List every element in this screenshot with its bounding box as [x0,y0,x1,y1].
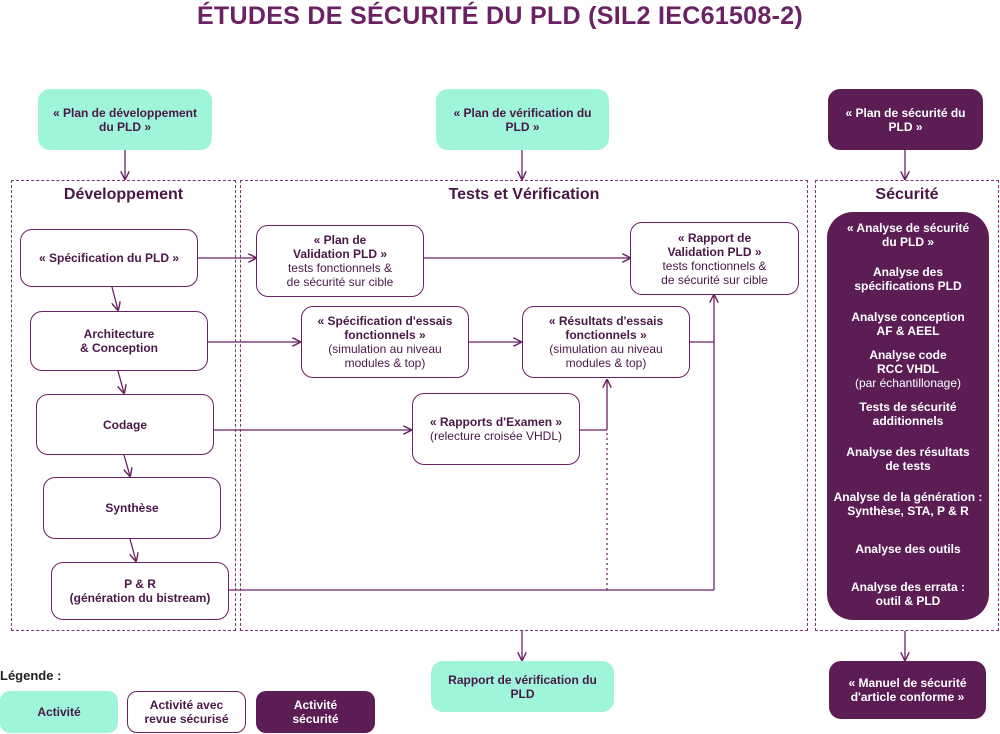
zone-development-title: Développement [63,186,184,203]
safety-item-1: Analyse des spécifications PLD [854,265,962,293]
zone-tests [240,180,808,631]
synthese-box: Synthèse [43,477,221,539]
pr-box: P & R (génération du bistream) [51,562,229,620]
pr-sub-label: (génération du bistream) [69,591,211,605]
architecture-label: Architecture & Conception [80,327,158,355]
exam-report-sub: (relecture croisée VHDL) [429,429,563,443]
dev-plan-label: « Plan de développement du PLD » [52,105,198,134]
validation-report-title: « Rapport de Validation PLD » [667,230,762,259]
verif-report-label: Rapport de vérification du PLD [448,672,597,701]
safety-item-7: Analyse des outils [855,542,961,556]
verif-report-box: Rapport de vérification du PLD [431,661,614,712]
safety-manual-box: « Manuel de sécurité d'article conforme … [829,661,986,719]
safety-analysis-panel: « Analyse de sécurité du PLD » Analyse d… [827,212,989,620]
verif-plan-box: « Plan de vérification du PLD » [436,89,609,150]
zone-security [815,180,999,631]
zone-tests-title: Tests et Vérification [448,186,600,203]
page-title: ÉTUDES DE SÉCURITÉ DU PLD (SIL2 IEC61508… [196,2,804,30]
test-spec-sub: (simulation au niveau modules & top) [328,342,442,370]
codage-label: Codage [102,417,147,432]
test-results-title: « Résultats d'essais fonctionnels » [548,314,664,342]
codage-box: Codage [36,394,214,455]
pr-label: P & R [124,577,156,591]
validation-plan-box: « Plan de Validation PLD » tests fonctio… [256,225,424,297]
zone-security-title: Sécurité [875,186,939,203]
exam-report-title: « Rapports d'Examen » [429,415,563,429]
legend-activity-label: Activité [37,705,81,719]
verif-plan-label: « Plan de vérification du PLD » [453,105,592,134]
spec-pld-box: « Spécification du PLD » [20,229,198,287]
safety-item-8: Analyse des errata : outil & PLD [850,580,966,608]
safety-item-4: Tests de sécurité additionnels [859,400,957,428]
safety-item-2: Analyse conception AF & AEEL [851,310,965,338]
safety-plan-box: « Plan de sécurité du PLD » [828,89,983,150]
legend-reviewed-label: Activité avec revue sécurisé [144,698,229,726]
validation-report-sub: tests fonctionnels & de sécurité sur cib… [661,258,768,287]
test-results-sub: (simulation au niveau modules & top) [549,342,663,370]
safety-plan-label: « Plan de sécurité du PLD » [845,105,966,134]
synthese-label: Synthèse [105,501,159,515]
test-spec-box: « Spécification d'essais fonctionnels » … [301,306,469,378]
safety-item-3: Analyse code RCC VHDL [869,348,947,376]
architecture-box: Architecture & Conception [30,311,208,371]
legend-safety: Activité sécurité [256,691,375,733]
validation-plan-sub: tests fonctionnels & de sécurité sur cib… [286,261,394,289]
validation-plan-title: « Plan de Validation PLD » [292,233,388,261]
legend-label: Légende : [0,668,62,683]
zone-development [11,180,236,631]
test-spec-title: « Spécification d'essais fonctionnels » [317,314,453,342]
dev-plan-box: « Plan de développement du PLD » [38,89,212,150]
safety-item-3-note: (par échantillonage) [854,376,962,390]
safety-manual-label: « Manuel de sécurité d'article conforme … [848,676,967,704]
safety-item-5: Analyse des résultats de tests [846,445,970,473]
safety-item-6: Analyse de la génération : Synthèse, STA… [833,490,983,518]
legend-safety-label: Activité sécurité [292,698,339,726]
validation-report-box: « Rapport de Validation PLD » tests fonc… [630,222,799,295]
spec-pld-label: « Spécification du PLD » [38,251,180,265]
test-results-box: « Résultats d'essais fonctionnels » (sim… [522,306,690,378]
safety-item-0: « Analyse de sécurité du PLD » [846,221,970,249]
legend-reviewed: Activité avec revue sécurisé [127,691,246,733]
exam-report-box: « Rapports d'Examen » (relecture croisée… [412,393,580,465]
legend-activity: Activité [0,691,118,733]
